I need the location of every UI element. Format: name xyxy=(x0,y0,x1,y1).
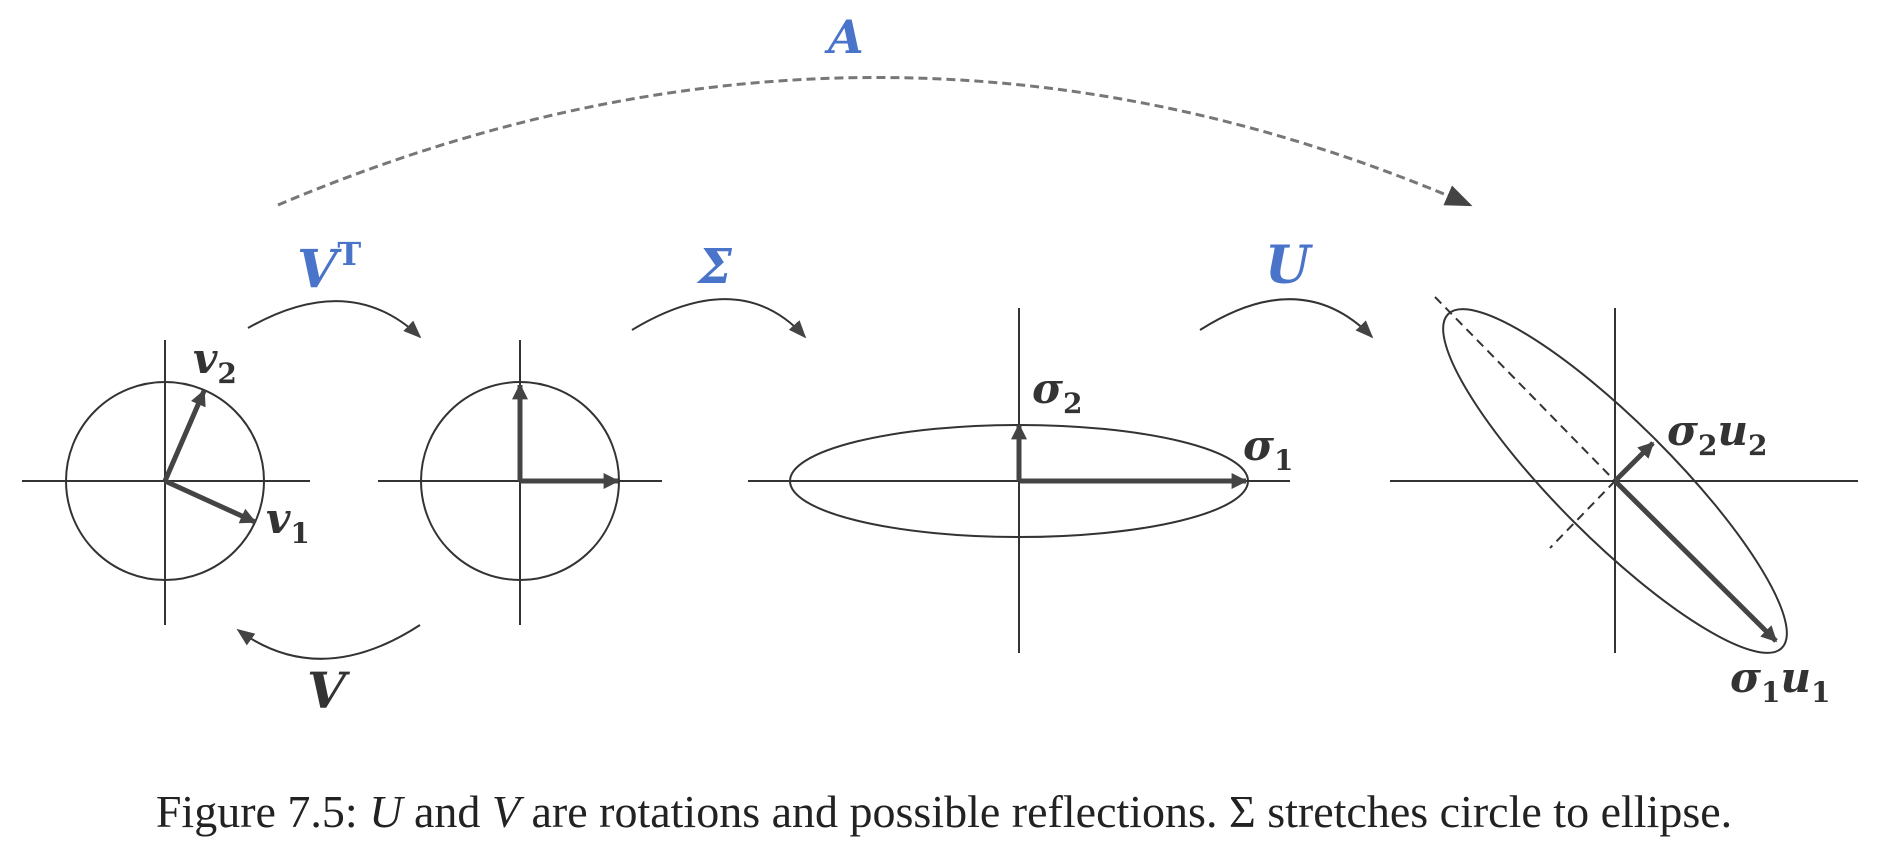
sigma1-label: σ1 xyxy=(1243,421,1293,477)
U-label: U xyxy=(1265,235,1313,296)
major-axis-dashed xyxy=(1434,296,1616,482)
sigma2-label: σ2 xyxy=(1032,364,1082,420)
panel-4-rotated-ellipse xyxy=(1390,296,1858,654)
v2-label: v2 xyxy=(193,334,237,390)
Sigma-arrow xyxy=(631,298,807,339)
Sigma-label: Σ xyxy=(696,239,733,295)
sigma2u2-vector xyxy=(1613,441,1655,483)
v2-vector xyxy=(162,389,207,482)
panel-2-circle xyxy=(378,340,662,625)
sigma1u1-label: σ1u1 xyxy=(1730,653,1830,709)
V-label: V xyxy=(307,661,351,720)
panel-3-ellipse xyxy=(748,308,1290,653)
sigma1u1-vector xyxy=(1613,479,1778,643)
minor-axis-dashed xyxy=(1549,480,1616,549)
A-dashed-arc xyxy=(277,76,1473,207)
VT-label: VT xyxy=(297,235,361,300)
VT-arrow xyxy=(247,300,422,339)
panel-1-circle xyxy=(22,340,310,625)
v1-label: v1 xyxy=(266,494,310,550)
figure-caption: Figure 7.5: U and V are rotations and po… xyxy=(155,786,1733,837)
v1-vector xyxy=(163,478,257,525)
svd-diagram: A VT Σ U V v2 v1 σ2 σ1 σ2u2 σ1u1 xyxy=(22,10,1858,720)
sigma2u2-label: σ2u2 xyxy=(1667,406,1767,462)
V-arrow xyxy=(236,624,421,660)
U-arrow xyxy=(1199,298,1374,339)
A-label: A xyxy=(824,10,864,64)
